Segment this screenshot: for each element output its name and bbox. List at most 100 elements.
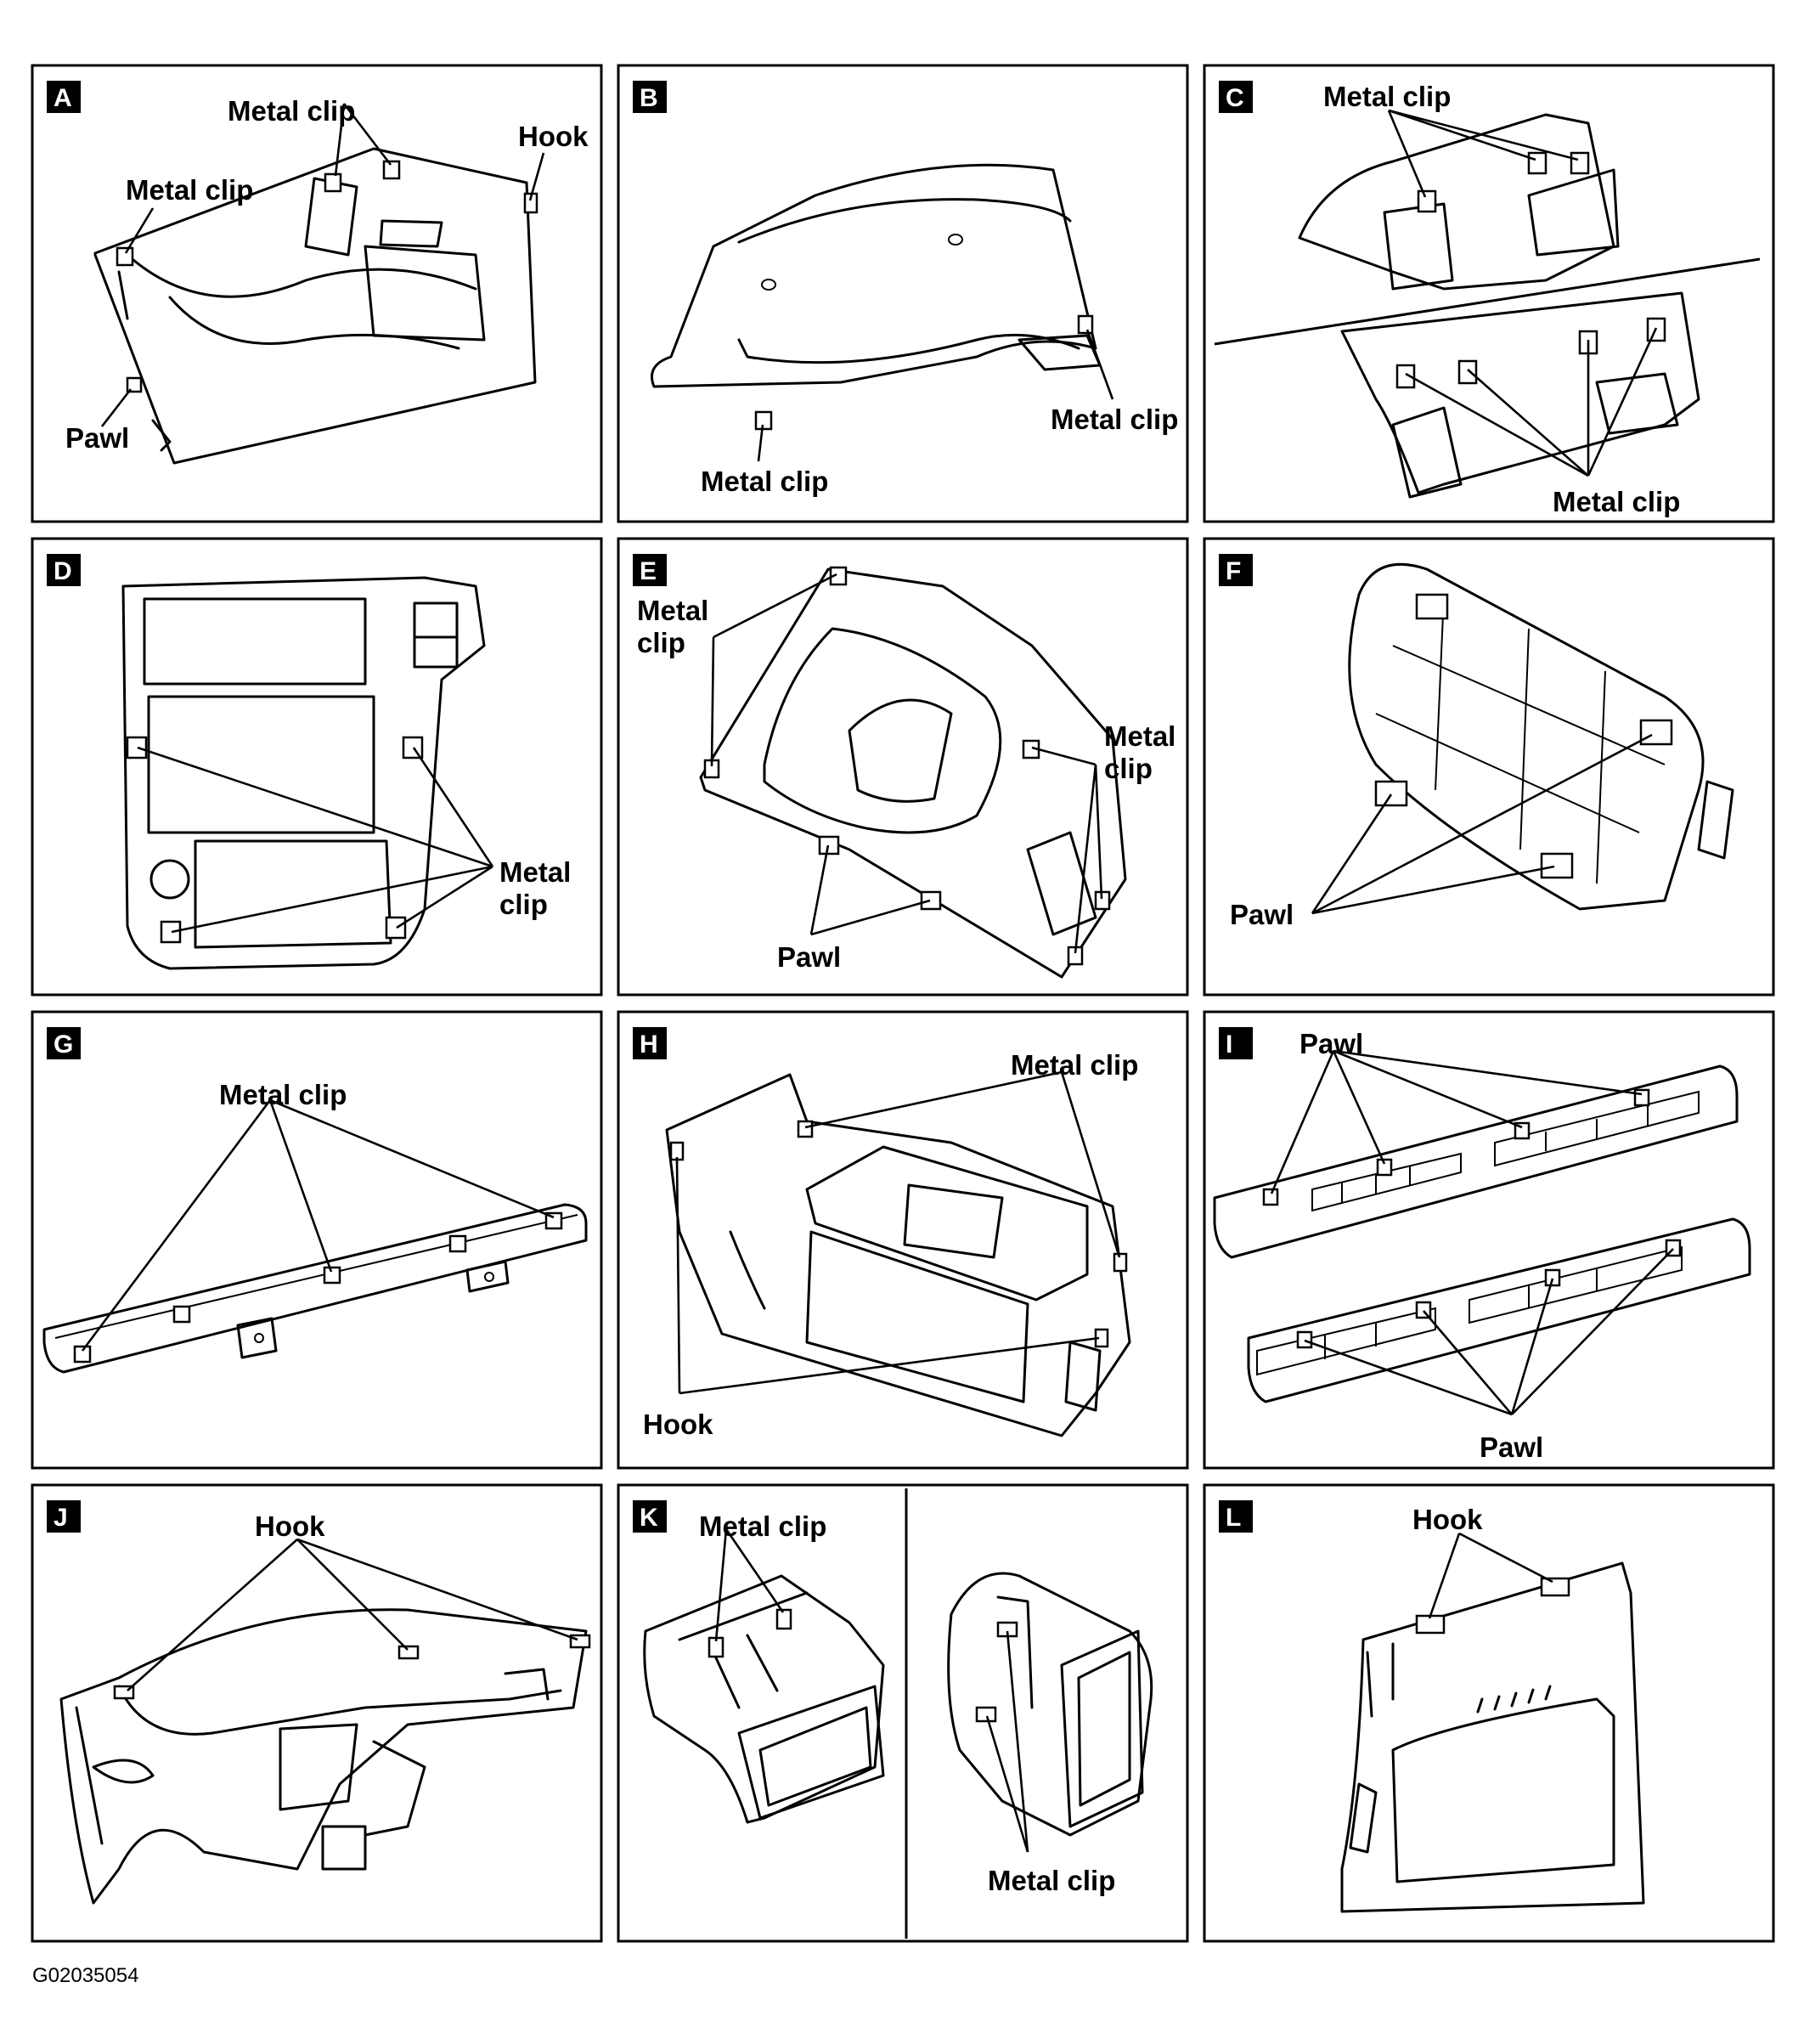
- panel-a-label-metal-clip: Metal clip: [228, 95, 355, 127]
- panel-h-leader: [1060, 1071, 1121, 1258]
- panel-d-leader: [412, 747, 494, 867]
- panel-d-leader: [171, 865, 493, 934]
- panel-l-label-hook: Hook: [1412, 1504, 1483, 1535]
- panel-j-leader: [296, 1539, 409, 1651]
- panel-c-illustration-top: [1298, 113, 1620, 291]
- panel-e-leader: [1074, 764, 1097, 954]
- panel-e-badge-text: E: [640, 557, 657, 585]
- panel-b-illustration: [651, 163, 1102, 431]
- panel-h-badge: [633, 1027, 667, 1059]
- panel-c-leader: [1587, 327, 1658, 477]
- panel-a-label-pawl: Pawl: [65, 422, 129, 454]
- panel-b-leader: [1085, 329, 1114, 400]
- panel-a-label-hook: Hook: [518, 121, 589, 152]
- panel-k-illustration-right: [947, 1572, 1153, 1837]
- panel-c-leader: [1388, 109, 1536, 161]
- panel-f-illustration: [1348, 562, 1734, 911]
- panel-g: G Metal clip: [31, 1010, 603, 1470]
- panel-d-frame: [31, 537, 603, 997]
- panel-k-leader: [714, 1528, 728, 1642]
- panel-c-frame: [1203, 64, 1775, 523]
- panel-k-badge-text: K: [640, 1504, 658, 1532]
- panel-l-badge: [1219, 1500, 1253, 1533]
- panel-h-illustration: [665, 1073, 1131, 1437]
- panel-b-label-metal-clip-2: Metal clip: [701, 466, 828, 497]
- panel-c-leader: [1405, 372, 1589, 477]
- panel-d-badge-text: D: [54, 557, 72, 585]
- panel-g-badge-text: G: [54, 1030, 73, 1059]
- panel-g-label-metal-clip: Metal clip: [219, 1079, 347, 1110]
- panel-a-leader: [528, 152, 545, 201]
- panel-h-label-metal-clip: Metal clip: [1011, 1049, 1138, 1081]
- panel-e-leader: [1031, 746, 1096, 766]
- panel-c-leader: [1387, 110, 1427, 198]
- panel-h-label-hook: Hook: [643, 1409, 713, 1440]
- panel-l-illustration: [1340, 1561, 1645, 1913]
- panel-i: I: [1203, 1010, 1775, 1470]
- panel-d: D Metal clip: [31, 537, 603, 997]
- panel-g-illustration: [42, 1203, 588, 1374]
- panel-i-leader: [1333, 1049, 1643, 1096]
- panel-a: A Metal clip Hook Metal clip Pawl: [31, 64, 603, 523]
- panel-f-leader: [1311, 865, 1555, 915]
- panel-i-leader: [1332, 1050, 1386, 1165]
- panel-c-badge-text: C: [1226, 84, 1244, 112]
- panel-a-frame: [31, 64, 603, 523]
- panel-b-label-metal-clip: Metal clip: [1051, 404, 1178, 435]
- panel-c-leader: [1467, 369, 1589, 477]
- panel-c-badge: [1219, 81, 1253, 113]
- panel-l-frame: [1203, 1483, 1775, 1943]
- panel-c-label-metal-clip-2: Metal clip: [1553, 486, 1680, 517]
- panel-c-illustration-bottom: [1340, 291, 1700, 499]
- panel-l-badge-text: L: [1226, 1504, 1241, 1532]
- panel-a-badge: [47, 81, 81, 113]
- panel-i-leader: [1510, 1278, 1554, 1415]
- panel-k-leader: [724, 1528, 785, 1613]
- panel-i-leader: [1511, 1248, 1674, 1415]
- panel-j-frame: [31, 1483, 603, 1943]
- panel-a-leader: [334, 103, 346, 177]
- panel-g-frame: [31, 1010, 603, 1470]
- panel-h-leader: [679, 1336, 1100, 1395]
- panel-k-leader: [1006, 1630, 1029, 1853]
- panel-k-label-metal-clip: Metal clip: [699, 1510, 826, 1542]
- panel-k-leader: [985, 1715, 1029, 1853]
- panel-d-label-clip: clip: [499, 889, 548, 920]
- panel-e: E Metal clip Metal clip Pawl: [617, 537, 1189, 997]
- panel-g-badge: [47, 1027, 81, 1059]
- panel-e-leader: [810, 899, 931, 936]
- panel-k-illustration-left: [643, 1574, 885, 1824]
- panel-f: F Pawl: [1203, 537, 1775, 997]
- panel-e-illustration: [699, 566, 1127, 979]
- panel-i-label-pawl: Pawl: [1299, 1028, 1363, 1059]
- panel-i-illustration-bottom: [1247, 1217, 1751, 1403]
- panel-h-leader: [804, 1070, 1063, 1129]
- panel-e-label-clip-2: clip: [1104, 753, 1153, 784]
- panel-a-leader: [342, 103, 392, 166]
- panel-j-badge: [47, 1500, 81, 1533]
- panel-e-label-metal: Metal: [637, 595, 708, 626]
- panel-d-illustration: [121, 576, 486, 970]
- panel-g-leader: [268, 1099, 333, 1273]
- panel-c: C Metal clip Metal clip: [1203, 64, 1775, 523]
- panel-f-leader: [1311, 733, 1653, 915]
- panel-l-leader: [1428, 1533, 1461, 1619]
- panel-b-frame: [617, 64, 1189, 523]
- panel-b-badge: [633, 81, 667, 113]
- panel-h-badge-text: H: [640, 1030, 658, 1059]
- panel-k-frame: [617, 1483, 1189, 1943]
- panel-j-leader: [296, 1538, 578, 1641]
- panel-c-leader: [1388, 109, 1579, 161]
- panel-f-frame: [1203, 537, 1775, 997]
- panel-f-label-pawl: Pawl: [1230, 899, 1294, 930]
- panel-a-leader: [124, 207, 155, 254]
- panel-i-leader: [1333, 1049, 1523, 1129]
- panel-c-label-metal-clip: Metal clip: [1323, 81, 1451, 112]
- panel-b: B Metal clip Metal clip: [617, 64, 1189, 523]
- panel-i-leader: [1270, 1050, 1335, 1194]
- panel-h: H Metal clip Hook: [617, 1010, 1189, 1470]
- panel-b-leader: [757, 424, 764, 462]
- panel-a-illustration: [93, 147, 538, 465]
- panel-i-badge-text: I: [1226, 1030, 1232, 1059]
